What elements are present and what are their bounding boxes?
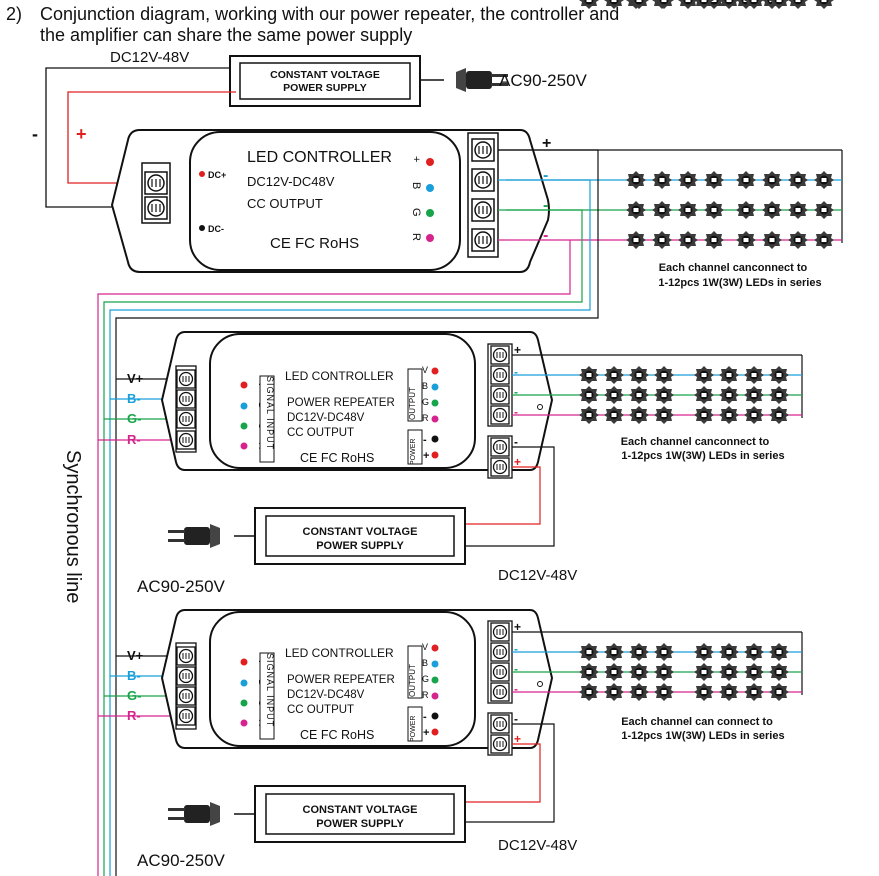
rep1-dc-label: DC12V-48V (498, 567, 577, 584)
rep2-out-r: R (422, 690, 429, 700)
rep2-output-label: OUTPUT (408, 664, 417, 697)
rep1-power-supply: CONSTANT VOLTAGE POWER SUPPLY (254, 507, 466, 565)
rep2-line1: POWER REPEATER (287, 674, 395, 686)
rep1-out-r: R (422, 413, 429, 423)
rep2-power-label: POWER (410, 716, 417, 742)
controller-dc-plus: DC+ (208, 170, 226, 180)
rep1-line1: POWER REPEATER (287, 397, 395, 409)
rep2-mains-label: AC90-250V (137, 851, 226, 870)
controller-ch-plus: + (410, 156, 422, 162)
rep1-power-minus: - (423, 434, 427, 446)
rep2-signal-input: SIGNAL INPUT (265, 653, 275, 727)
rep2-title: LED CONTROLLER (285, 646, 394, 660)
top-plus-sign: + (76, 124, 87, 144)
rep2-psu-minus: - (514, 712, 518, 726)
rep2-out-v: V (422, 642, 428, 652)
rep2-out-minus-r: - (514, 682, 518, 696)
power-repeater-1: V B G R SIGNAL INPUT LED CONTROLLER POWE… (160, 331, 554, 479)
rep1-title: LED CONTROLLER (285, 369, 394, 383)
rep2-mains-plug-icon (168, 802, 220, 826)
rep1-label-v: V+ (127, 371, 144, 386)
rep2-label-r: R- (127, 708, 141, 723)
top-led-note-2: 1-12pcs 1W(3W) LEDs in series (658, 277, 821, 289)
bottom-led-note-1: Each channel can connect to (621, 716, 773, 728)
controller-certs: CE FC RoHS (270, 235, 359, 252)
top-psu-label-1: CONSTANT VOLTAGE (270, 69, 380, 81)
heading-number: 2) (6, 4, 22, 24)
top-out-minus-g: - (543, 197, 548, 214)
bottom-led-note-2: 1-12pcs 1W(3W) LEDs in series (621, 730, 784, 742)
rep2-out-plus: + (514, 620, 521, 634)
rep2-psu-label-2: POWER SUPPLY (316, 818, 404, 830)
heading-line-2: the amplifier can share the same power s… (40, 25, 412, 45)
rep1-mains-label: AC90-250V (137, 577, 226, 596)
rep2-certs: CE FC RoHS (300, 728, 374, 742)
rep2-out-g: G (422, 674, 429, 684)
rep2-label-v: V+ (127, 648, 144, 663)
rep1-label-b: B- (127, 391, 141, 406)
rep1-mains-plug-icon (168, 524, 220, 548)
rep1-output-label: OUTPUT (408, 387, 417, 420)
mid-led-note-2: 1-12pcs 1W(3W) LEDs in series (621, 450, 784, 462)
controller-ch-g: G (410, 208, 422, 217)
top-led-note-1: Each channel canconnect to (659, 262, 808, 274)
rep1-line2: DC12V-DC48V (287, 412, 365, 424)
rep2-dc-label: DC12V-48V (498, 837, 577, 854)
rep1-psu-label-2: POWER SUPPLY (316, 540, 404, 552)
rep1-out-v: V (422, 365, 428, 375)
rep1-signal-input: SIGNAL INPUT (265, 376, 275, 450)
rep1-psu-plus: + (514, 455, 521, 469)
rep2-power-minus: - (423, 711, 427, 723)
rep2-psu-plus: + (514, 732, 521, 746)
rep1-power-label: POWER (410, 439, 417, 465)
rep2-psu-label-1: CONSTANT VOLTAGE (303, 804, 418, 816)
controller-title: LED CONTROLLER (247, 149, 392, 166)
rep2-power-supply: CONSTANT VOLTAGE POWER SUPPLY (254, 785, 466, 843)
heading-line-1: Conjunction diagram, working with our po… (40, 4, 619, 24)
rep1-out-minus-g: - (514, 385, 518, 399)
rep1-out-minus-r: - (514, 405, 518, 419)
rep1-label-g: G- (127, 411, 141, 426)
controller-ch-b: B (410, 182, 422, 189)
rep1-out-b: B (422, 381, 428, 391)
rep1-psu-minus: - (514, 435, 518, 449)
controller-voltage: DC12V-DC48V (247, 174, 335, 189)
led-controller: DC+ DC- LED CONTROLLER DC12V-DC48V CC OU… (110, 129, 550, 273)
top-minus-sign: - (32, 124, 38, 144)
controller-mode: CC OUTPUT (247, 196, 323, 211)
controller-ch-r: R (410, 233, 422, 241)
rep1-certs: CE FC RoHS (300, 451, 374, 465)
controller-dc-minus: DC- (208, 224, 224, 234)
top-power-supply: CONSTANT VOLTAGE POWER SUPPLY (229, 55, 421, 107)
rep1-out-plus: + (514, 343, 521, 357)
top-out-minus-b: - (543, 167, 548, 184)
top-dc-label: DC12V-48V (110, 49, 189, 66)
rep2-out-b: B (422, 658, 428, 668)
rep2-line3: CC OUTPUT (287, 704, 354, 716)
top-out-minus-r: - (543, 227, 548, 244)
rep2-line2: DC12V-DC48V (287, 689, 365, 701)
synchronous-line (97, 149, 599, 876)
synchronous-line-label: Synchronous line (62, 450, 84, 603)
top-mains-label: AC90-250V (499, 71, 588, 90)
mid-led-note-1: Each channel canconnect to (621, 436, 770, 448)
rep1-out-minus-b: - (514, 365, 518, 379)
rep1-out-g: G (422, 397, 429, 407)
rep2-out-minus-g: - (514, 662, 518, 676)
rep1-label-r: R- (127, 432, 141, 447)
rep1-line3: CC OUTPUT (287, 427, 354, 439)
top-psu-label-2: POWER SUPPLY (283, 82, 367, 94)
power-repeater-2: V B G R SIGNAL INPUT LED CONTROLLER POWE… (160, 609, 554, 756)
rep1-psu-label-1: CONSTANT VOLTAGE (303, 526, 418, 538)
rep1-power-plus: + (423, 450, 429, 462)
rep2-power-plus: + (423, 727, 429, 739)
rep2-out-minus-b: - (514, 642, 518, 656)
top-out-plus: + (542, 135, 551, 152)
rep2-label-g: G- (127, 688, 141, 703)
top-led-array (626, 0, 834, 249)
rep2-label-b: B- (127, 668, 141, 683)
